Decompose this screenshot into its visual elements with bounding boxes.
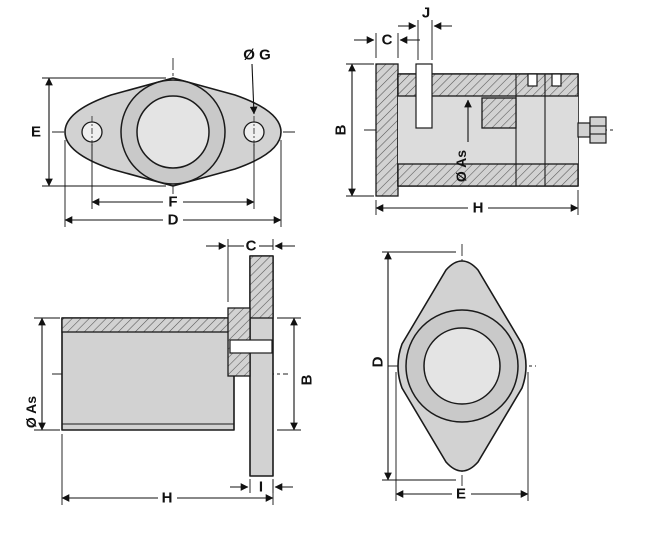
dim-h-side: H — [61, 434, 274, 507]
top-groove — [527, 73, 538, 87]
dim-c-side: C — [206, 238, 295, 302]
dim-label-as: Ø As — [453, 150, 469, 182]
flange-section-cut — [375, 63, 399, 197]
dim-label-b: B — [333, 124, 350, 135]
dim-b-section: B — [333, 63, 374, 197]
dim-label-c: C — [246, 238, 257, 255]
dim-label-g: Ø G — [243, 47, 271, 64]
bore-circle — [423, 327, 501, 405]
dim-j: J — [398, 5, 452, 60]
bolt-shaft — [577, 122, 591, 138]
dim-label-d: D — [168, 212, 179, 229]
cylinder-body — [61, 317, 235, 431]
dim-b-side: B — [277, 317, 316, 431]
dim-e-back: E — [395, 372, 529, 503]
dim-g-leader: Ø G — [243, 47, 271, 115]
view-back-flange: D E — [370, 244, 536, 503]
dim-label-c: C — [382, 32, 393, 49]
dim-label-h: H — [162, 490, 173, 507]
bolt-hex-head — [589, 116, 607, 144]
dim-label-e: E — [31, 124, 41, 141]
dim-as-section: Ø As — [453, 99, 472, 182]
dim-label-j: J — [422, 5, 430, 22]
top-groove — [551, 73, 562, 87]
inner-boss-section — [481, 97, 517, 129]
dim-label-e: E — [456, 486, 466, 503]
dim-e: E — [31, 77, 166, 187]
dim-d: D — [64, 140, 282, 229]
dim-label-d: D — [370, 356, 387, 367]
flange-plate-cut — [249, 255, 274, 319]
dim-label-as: Ø As — [23, 396, 39, 428]
top-slot-hole — [415, 63, 433, 129]
dim-label-h: H — [473, 200, 484, 217]
dim-label-i: I — [259, 479, 263, 496]
view-section: J C B Ø As H — [333, 5, 614, 217]
bore-circle — [136, 95, 210, 169]
dim-f: F — [91, 144, 255, 211]
view-side: C B Ø As H I — [23, 238, 316, 507]
dim-d-back: D — [370, 251, 456, 481]
view-front-flange: E Ø G F D — [31, 47, 298, 229]
cylinder-top-wall — [61, 317, 235, 333]
dim-as-side: Ø As — [23, 317, 60, 431]
dim-i: I — [230, 479, 293, 496]
dim-label-f: F — [168, 194, 177, 211]
dim-label-b: B — [299, 374, 316, 385]
boss-slot — [229, 339, 273, 354]
dim-h-section: H — [375, 190, 579, 217]
dim-c-section: C — [354, 32, 420, 58]
bottom-wall-section — [397, 163, 579, 187]
